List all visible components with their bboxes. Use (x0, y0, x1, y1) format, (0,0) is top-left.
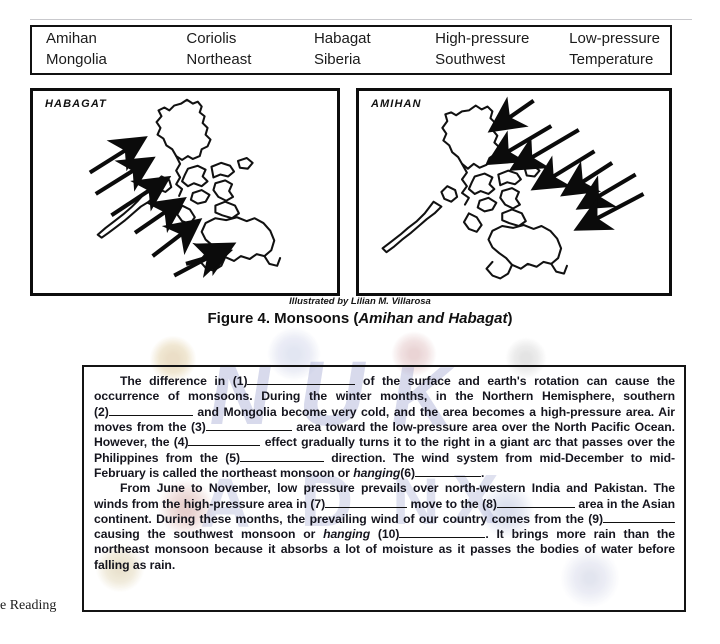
map-amihan: AMIHAN (356, 88, 672, 296)
cloze-passage-text: The difference in (1) of the surface and… (94, 374, 675, 573)
blank-answer-8[interactable] (496, 506, 575, 508)
word-bank-column-3: Habagat Siberia (300, 29, 421, 70)
word-bank-word: Mongolia (46, 51, 107, 68)
cloze-text-segment: The difference in (120, 374, 226, 388)
cloze-paragraph-2: From June to November, low pressure prev… (94, 481, 675, 573)
word-bank-box: Amihan Mongolia Coriolis Northeast Habag… (30, 25, 672, 75)
blank-answer-1[interactable] (247, 384, 356, 385)
cloze-text-segment: . It brings more rain than the northeast… (94, 527, 675, 572)
figure-caption: Figure 4. Monsoons (Amihan and Habagat) (0, 310, 720, 327)
word-bank-word: High-pressure (435, 30, 530, 48)
cloze-paragraph-1: The difference in (1) of the surface and… (94, 374, 675, 481)
blank-number-5: (5) (225, 450, 240, 465)
figure-caption-suffix: ) (507, 310, 513, 327)
blank-number-6: (6) (400, 465, 416, 480)
map-habagat: HABAGAT (30, 88, 340, 296)
cloze-text-segment: direction. The wind system from mid-Dece… (94, 450, 675, 480)
blank-answer-7[interactable] (325, 506, 408, 508)
word-bank-word: Coriolis (186, 30, 237, 48)
cloze-text-segment: . (481, 465, 485, 480)
cloze-italic-hanging: hanging (353, 465, 401, 480)
word-bank-word: Habagat (313, 30, 371, 48)
footer-cut-text: e Reading (0, 598, 57, 613)
word-bank-word: Temperature (569, 51, 654, 68)
blank-number-10: (10) (377, 527, 400, 542)
blank-answer-6[interactable] (415, 475, 482, 477)
word-bank-word: Amihan (46, 30, 97, 48)
top-divider-rule (30, 19, 692, 20)
word-bank-word: Northeast (186, 51, 252, 68)
blank-answer-5[interactable] (239, 460, 324, 462)
amihan-map-illustration (381, 96, 645, 280)
cloze-italic-hanging: hanging (323, 527, 371, 542)
cloze-text-segment: move to the (410, 496, 479, 511)
blank-answer-2[interactable] (108, 414, 193, 416)
cloze-passage-box: The difference in (1) of the surface and… (82, 365, 686, 612)
blank-answer-9[interactable] (603, 521, 675, 523)
word-bank-column-2: Coriolis Northeast (172, 29, 300, 70)
blank-number-2: (2) (94, 404, 109, 419)
blank-number-3: (3) (190, 419, 206, 434)
illustrator-credit: Illustrated by Lilian M. Villarosa (289, 296, 431, 307)
word-bank-word: Southwest (435, 51, 506, 68)
cloze-text-segment: and Mongolia become very cold, and the a… (94, 404, 675, 434)
blank-number-9: (9) (588, 511, 603, 526)
word-bank-word: Low-pressure (569, 30, 661, 48)
blank-number-7: (7) (310, 496, 326, 511)
blank-answer-3[interactable] (205, 429, 292, 431)
map-label-amihan: AMIHAN (371, 98, 422, 110)
top-cut-text (0, 0, 720, 4)
blank-number-8: (8) (482, 496, 497, 511)
word-bank-column-5: Low-pressure Temperature (555, 29, 670, 70)
figure-caption-italic: Amihan and Habagat (358, 310, 508, 327)
blank-answer-10[interactable] (399, 537, 486, 539)
cloze-text-segment: effect gradually turns it to the right i… (94, 435, 676, 465)
figure-monsoons: HABAGAT (30, 88, 672, 296)
cloze-text-segment: area toward the low-pressure area over t… (94, 419, 675, 450)
cloze-text-segment: From June to November, low pressure prev… (94, 481, 675, 511)
cloze-text-segment: of the surface and earth's rotation can … (94, 374, 676, 404)
word-bank-column-1: Amihan Mongolia (32, 29, 172, 70)
cloze-text-segment: causing the southwest monsoon or (94, 527, 316, 542)
word-bank-column-4: High-pressure Southwest (421, 29, 555, 70)
blank-number-1: (1) (232, 374, 248, 388)
cloze-text-segment: area in the Asian continent. During thes… (94, 496, 675, 526)
figure-caption-prefix: Figure 4. Monsoons ( (207, 310, 359, 327)
habagat-map-illustration (88, 98, 282, 278)
blank-number-4: (4) (173, 435, 189, 450)
map-label-habagat: HABAGAT (45, 98, 107, 110)
blank-answer-4[interactable] (188, 445, 261, 447)
word-bank-word: Siberia (313, 51, 361, 68)
